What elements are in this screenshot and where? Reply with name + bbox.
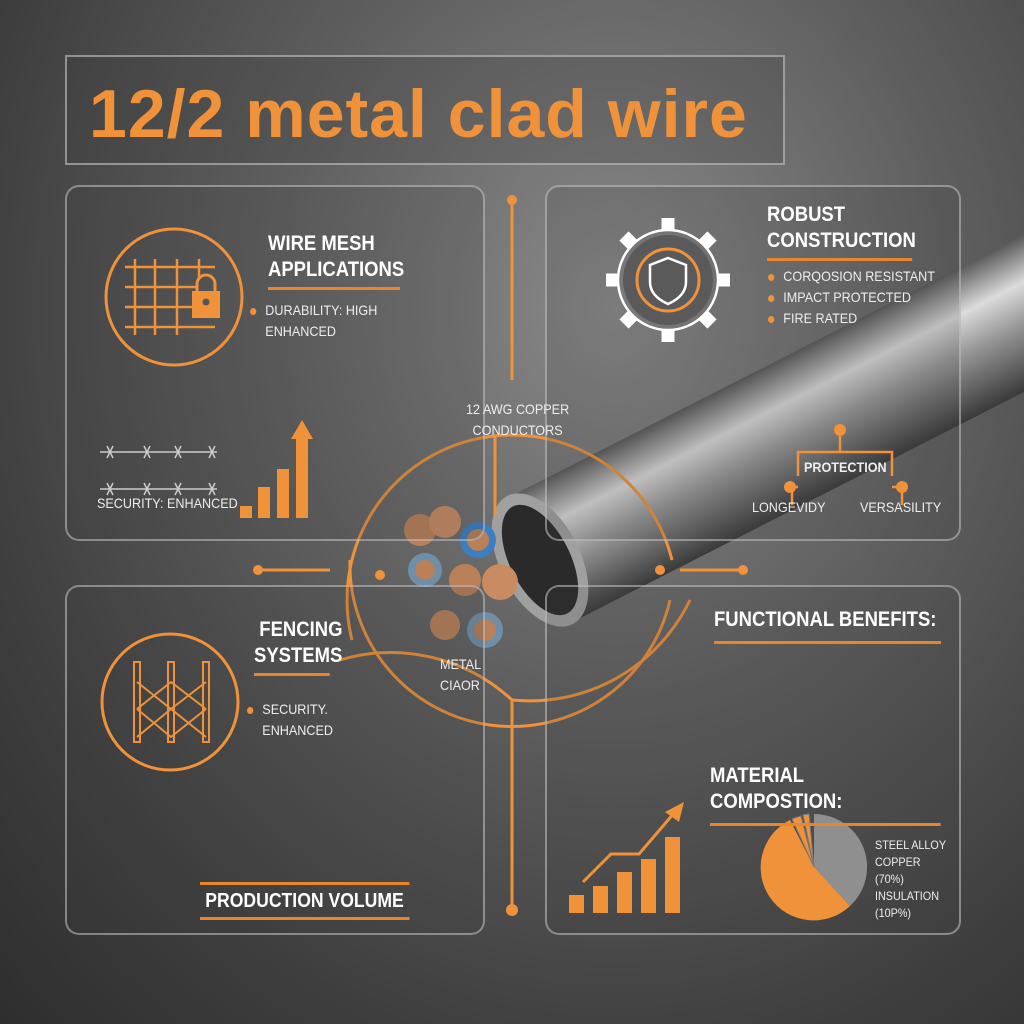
bullet-item: CORQOSION RESISTANT (768, 266, 935, 287)
wire-mesh-heading: WIRE MESH APPLICATIONS (268, 231, 404, 290)
heading-line: CONSTRUCTION (767, 228, 916, 261)
heading-line: FENCING (259, 618, 343, 641)
barbed-wire-icon (100, 445, 217, 496)
pie-legend: STEEL ALLOY COPPER (70%) INSULATION (10P… (875, 837, 951, 922)
material-composition-heading: MATERIAL COMPOSTION: (710, 763, 941, 826)
benefits-panel: FUNCTIONAL BENEFITS: MATERIAL COMPOSTION… (545, 585, 961, 935)
tree-left-label: LONGEVIDY (752, 499, 826, 515)
fencing-heading: FENCING SYSTEMS (254, 617, 342, 676)
conductors (404, 506, 518, 648)
heading-line: SYSTEMS (254, 643, 342, 676)
bullet-icon (768, 315, 775, 323)
gear-shield-icon (606, 218, 908, 505)
fencing-panel: FENCING SYSTEMS SECURITY. ENHANCED PRODU… (65, 585, 485, 935)
production-volume-label: PRODUCTION VOLUME (200, 882, 410, 920)
tree-root-label: PROTECTION (804, 459, 887, 475)
bullet-item: IMPACT PROTECTED (768, 287, 935, 308)
title-box: 12/2 metal clad wire (65, 55, 785, 165)
bullet-item: FIRE RATED (768, 308, 935, 329)
security-label: SECURITY: ENHANCED (97, 495, 238, 511)
label-line: CONDUCTORS (472, 422, 563, 438)
wire-mesh-bullet: DURABILITY: HIGH ENHANCED (250, 300, 377, 342)
legend-item: STEEL ALLOY (875, 838, 947, 852)
bullet-text: FIRE RATED (783, 310, 858, 326)
wire-mesh-panel: WIRE MESH APPLICATIONS DURABILITY: HIGH … (65, 185, 485, 541)
tree-right-label: VERSASILITY (860, 499, 942, 515)
callout-lines (258, 200, 743, 910)
bullet-icon (768, 294, 775, 302)
robust-heading: ROBUST CONSTRUCTION (767, 202, 916, 261)
bullet-text: SECURITY. (262, 701, 328, 717)
metal-clad-label: METAL CIAOR (440, 656, 481, 693)
bullet-text: IMPACT PROTECTED (783, 289, 911, 305)
robust-bullets: CORQOSION RESISTANT IMPACT PROTECTED FIR… (768, 266, 935, 329)
pie-slice-copper (760, 820, 850, 921)
bullet-icon (247, 706, 254, 714)
bar-chart-arrow-icon (240, 420, 313, 518)
inner-arc (345, 433, 674, 641)
benefits-graphics (569, 802, 868, 921)
bullet-text: CORQOSION RESISTANT (783, 268, 935, 284)
heading-line: WIRE MESH (268, 232, 375, 255)
bullet-icon (250, 307, 257, 315)
bullet-text: ENHANCED (262, 722, 334, 738)
pie-chart-icon (760, 813, 868, 921)
legend-item: INSULATION (10P%) (875, 889, 940, 920)
heading-line: ROBUST (767, 203, 846, 226)
heading-line: APPLICATIONS (268, 257, 404, 290)
metal-clad-cable (491, 216, 1024, 627)
bullet-text: ENHANCED (265, 323, 337, 339)
fence-icon (100, 632, 240, 772)
functional-benefits-heading: FUNCTIONAL BENEFITS: (714, 607, 942, 644)
robust-construction-panel: ROBUST CONSTRUCTION CORQOSION RESISTANT … (545, 185, 961, 541)
pie-slice-steel (814, 813, 868, 906)
fencing-bullet: SECURITY. ENHANCED (247, 699, 333, 741)
growth-chart-icon (569, 802, 684, 913)
label-line: 12 AWG COPPER (466, 401, 570, 417)
bullet-icon (768, 273, 775, 281)
pie-slice-other (802, 813, 815, 868)
pie-slice-insulation (791, 815, 815, 868)
conductors-label: 12 AWG COPPER CONDUCTORS (466, 399, 569, 441)
bullet-text: DURABILITY: HIGH (265, 302, 378, 318)
page-title: 12/2 metal clad wire (89, 76, 748, 152)
outer-arc (339, 599, 692, 703)
legend-item: COPPER (70%) (875, 855, 921, 886)
wire-mesh-lock-icon (100, 227, 313, 518)
